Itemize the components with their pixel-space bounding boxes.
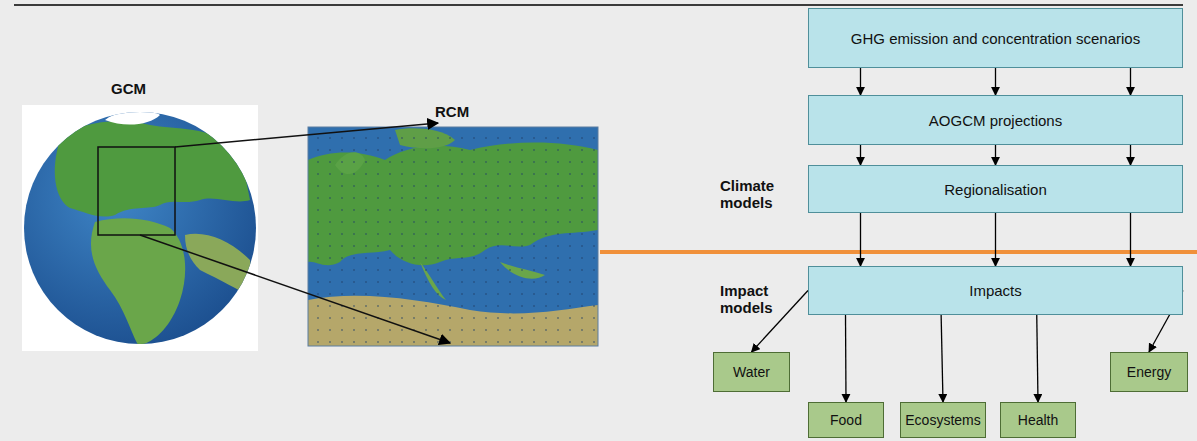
box-text: GHG emission and concentration scenarios [851, 30, 1140, 47]
box-text: Ecosystems [905, 412, 980, 428]
globe [24, 112, 256, 344]
flow-arrow [860, 213, 861, 266]
zoom-arrow [140, 235, 450, 343]
flow-arrow [995, 145, 996, 165]
impact-box: Water [713, 352, 790, 392]
map-border [308, 127, 598, 346]
box-text: Water [733, 364, 770, 380]
flow-arrow [995, 213, 996, 266]
globe-ground [22, 105, 258, 351]
box-text: Energy [1127, 364, 1171, 380]
process-box: Impacts [808, 266, 1183, 315]
group-label: Climate models [720, 177, 800, 212]
model-label: GCM [111, 80, 146, 97]
zoom-frame [98, 147, 175, 235]
flow-arrow [1130, 145, 1131, 165]
flow-arrow [845, 315, 847, 402]
box-text: Health [1018, 412, 1058, 428]
continents [55, 110, 255, 345]
box-text: Impacts [969, 282, 1022, 299]
top-rule [14, 4, 1183, 6]
grid-points [308, 127, 598, 346]
divider-line [600, 250, 1197, 254]
box-text: Regionalisation [944, 181, 1047, 198]
flow-arrow [941, 315, 943, 402]
flow-arrow [860, 145, 861, 165]
process-box: AOGCM projections [808, 95, 1183, 145]
model-label: RCM [435, 103, 469, 120]
scenario-box: GHG emission and concentration scenarios [808, 8, 1183, 68]
process-box: Regionalisation [808, 165, 1183, 213]
flow-arrow [1130, 213, 1131, 266]
box-text: AOGCM projections [929, 112, 1062, 129]
impact-box: Health [1000, 402, 1076, 438]
impact-box: Ecosystems [900, 402, 986, 438]
flow-arrow [1037, 315, 1038, 402]
flow-arrow [995, 68, 996, 95]
zoom-arrow [175, 123, 438, 147]
box-text: Food [830, 412, 862, 428]
flow-arrow [1130, 68, 1131, 95]
regional-map [308, 127, 598, 346]
group-label: Impact models [720, 282, 800, 317]
impact-box: Energy [1110, 352, 1188, 392]
flow-arrow [860, 68, 861, 95]
impact-box: Food [808, 402, 884, 438]
